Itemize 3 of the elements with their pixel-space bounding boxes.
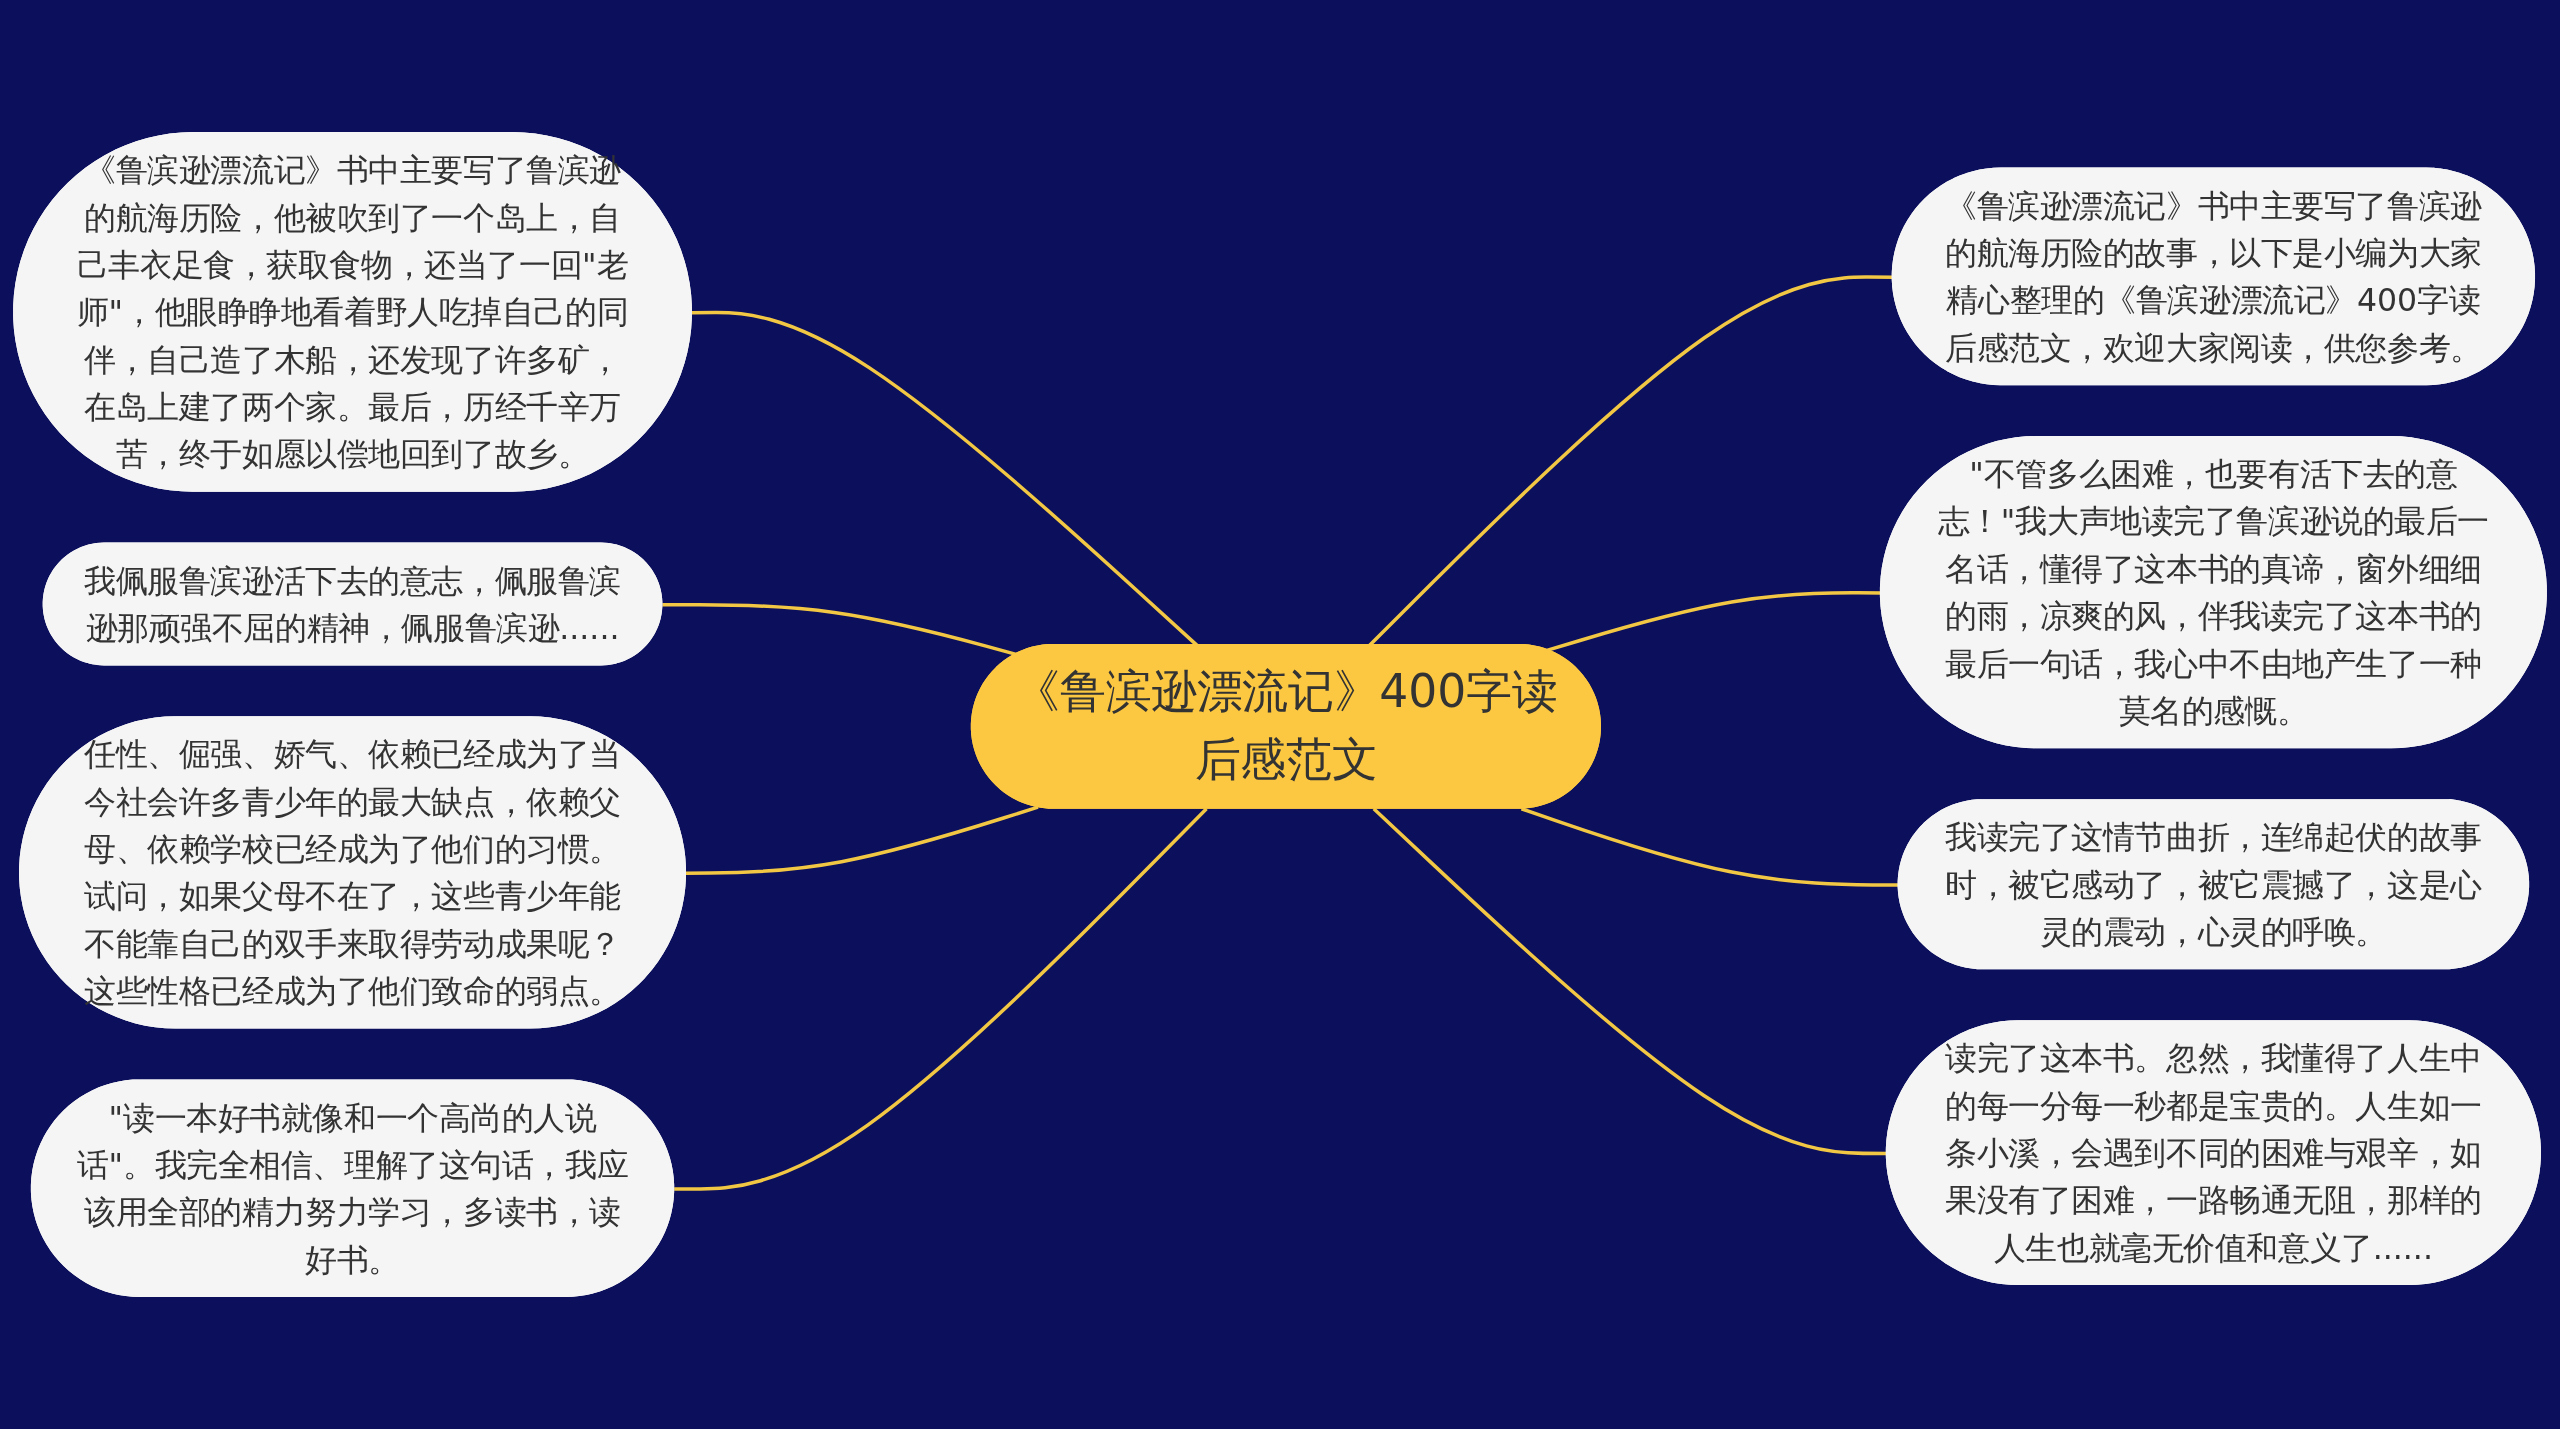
connector — [662, 602, 1018, 657]
connector — [674, 807, 1208, 1191]
connector — [685, 805, 1039, 876]
